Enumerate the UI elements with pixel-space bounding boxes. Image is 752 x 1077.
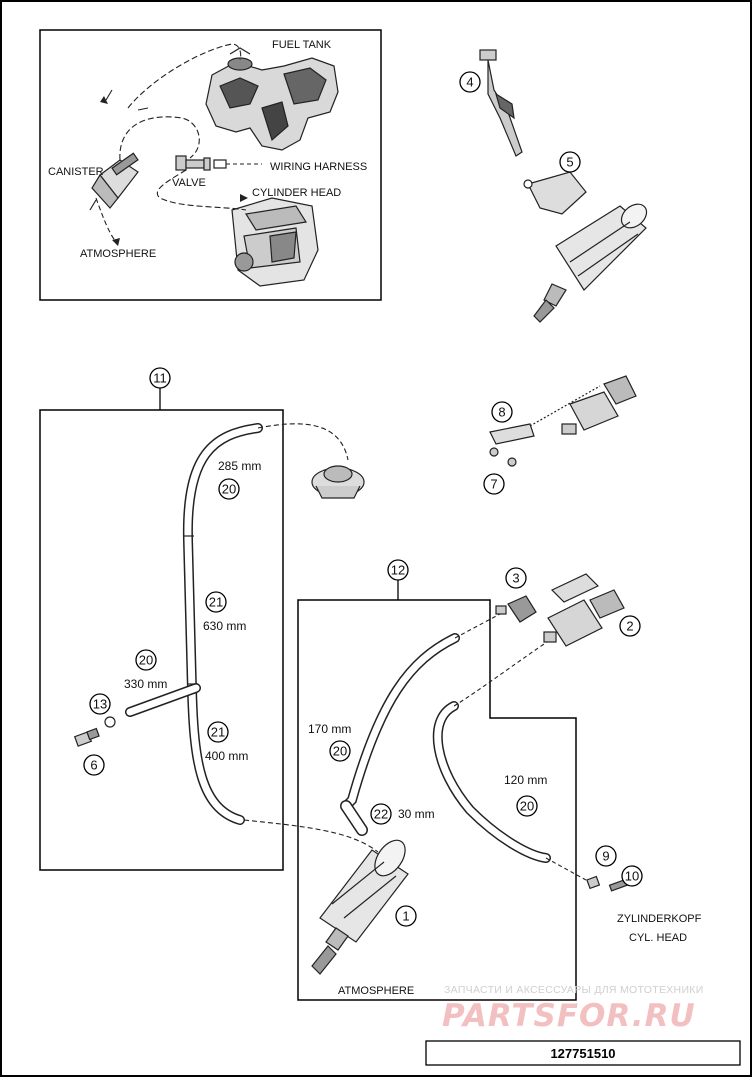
watermark-logo: PARTSFOR.RU [442,998,696,1034]
svg-text:13: 13 [93,697,107,712]
callout-20-b: 20 [135,649,157,671]
svg-text:6: 6 [90,758,97,773]
canister-main-illustration [311,839,409,975]
callout-11: 11 [149,367,171,389]
length-630: 630 mm [203,619,246,633]
part-8-valve-illustration [489,375,637,467]
callout-21-b: 21 [207,721,229,743]
part-2-valve-illustration [543,573,625,647]
svg-text:7: 7 [490,477,497,492]
callout-6: 6 [83,754,105,776]
part-number: 127751510 [550,1046,615,1061]
hoses-box-11 [125,423,379,853]
length-170: 170 mm [308,722,351,736]
fuel-tank-label: FUEL TANK [272,39,332,51]
fuel-tank-illustration [205,47,339,151]
canister-top-illustration [533,203,648,323]
svg-text:3: 3 [512,571,519,586]
svg-text:22: 22 [374,807,388,822]
part-6-13-illustration [73,716,116,747]
canister-label: CANISTER [48,166,104,178]
callout-8: 8 [491,401,513,423]
svg-text:20: 20 [520,799,534,814]
svg-text:9: 9 [602,849,609,864]
callout-22: 22 [370,803,392,825]
cylinder-head-label: CYLINDER HEAD [252,187,341,199]
svg-text:11: 11 [153,371,167,386]
svg-text:12: 12 [391,563,405,578]
callout-20-d: 20 [516,795,538,817]
hoses-box-12 [340,613,587,881]
svg-text:5: 5 [566,155,573,170]
svg-text:20: 20 [222,482,236,497]
svg-text:4: 4 [466,75,473,90]
svg-text:20: 20 [333,744,347,759]
part-number-box: 127751510 [425,1040,741,1066]
svg-text:10: 10 [625,869,639,884]
valve-label: VALVE [172,177,206,189]
canister-illustration [89,152,139,211]
part-3-illustration [495,595,537,623]
part-4-illustration [479,49,523,157]
callout-20-a: 20 [218,478,240,500]
valve-illustration [175,155,227,171]
overview-inset: FUEL TANK CANISTER VALVE WIRING HARNESS … [39,29,382,301]
svg-text:1: 1 [402,909,409,924]
callout-13: 13 [89,693,111,715]
cyl-head-label: CYL. HEAD [629,932,687,944]
callout-12: 12 [387,559,409,581]
length-285: 285 mm [218,459,261,473]
length-330: 330 mm [124,677,167,691]
callout-21-a: 21 [205,591,227,613]
svg-text:20: 20 [139,653,153,668]
wiring-harness-label: WIRING HARNESS [270,161,367,173]
callout-20-c: 20 [329,740,351,762]
callout-3: 3 [505,567,527,589]
watermark-text: ЗАПЧАСТИ И АКСЕССУАРЫ ДЛЯ МОТОТЕХНИКИ [444,984,704,996]
atmosphere-label: ATMOSPHERE [80,248,156,260]
assembly-box-12 [297,580,577,1001]
length-120: 120 mm [504,773,547,787]
fuel-cap-illustration [311,465,365,499]
length-30: 30 mm [398,807,435,821]
callout-4: 4 [459,71,481,93]
part-5-bracket [523,171,587,215]
callout-7: 7 [483,473,505,495]
assembly-box-11 [39,388,284,871]
svg-text:2: 2 [626,619,633,634]
callout-9: 9 [595,845,617,867]
cylinder-head-illustration [231,197,319,287]
callout-2: 2 [619,615,641,637]
length-400: 400 mm [205,749,248,763]
callout-10: 10 [621,865,643,887]
zylinderkopf-label: ZYLINDERKOPF [617,913,702,925]
callout-1: 1 [395,905,417,927]
atmosphere-main-label: ATMOSPHERE [338,985,414,997]
svg-text:21: 21 [211,725,225,740]
overview-arrows [100,96,248,246]
svg-text:8: 8 [498,405,505,420]
svg-text:21: 21 [209,595,223,610]
callout-5: 5 [559,151,581,173]
